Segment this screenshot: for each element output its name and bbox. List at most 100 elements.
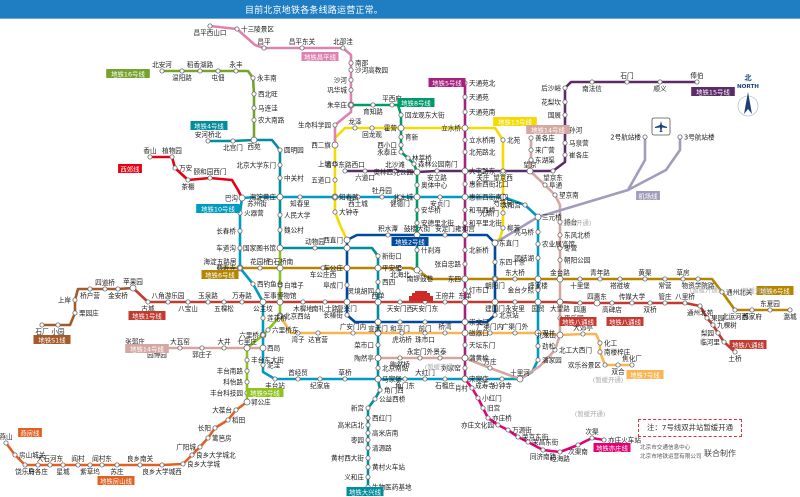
station-label[interactable]: 珠市口 (415, 335, 435, 344)
station-label[interactable]: 枣园 (351, 436, 365, 445)
station-marker[interactable] (237, 265, 243, 271)
station-marker[interactable] (535, 229, 541, 235)
station-label[interactable]: 石榴庄 (435, 381, 455, 390)
station-marker[interactable] (251, 117, 257, 123)
station-marker[interactable] (295, 330, 301, 336)
station-label[interactable]: 巴沟 (225, 194, 239, 203)
station-label[interactable]: 火器营 (244, 209, 264, 218)
station-marker[interactable] (512, 276, 518, 282)
station-marker[interactable] (589, 435, 595, 441)
station-marker[interactable] (562, 140, 568, 146)
line-badge[interactable]: 地铁1号线 (128, 311, 166, 320)
station-marker[interactable] (87, 286, 93, 292)
line-badge[interactable]: 地铁14号线 (526, 125, 570, 134)
station-marker[interactable] (385, 232, 391, 238)
station-marker[interactable] (398, 134, 404, 140)
station-label[interactable]: 燕山 (0, 432, 13, 441)
interchange-station-marker[interactable] (259, 344, 267, 352)
interchange-station-marker[interactable] (556, 298, 564, 306)
station-label[interactable]: 五道口 (311, 176, 331, 185)
station-marker[interactable] (372, 396, 378, 402)
station-marker[interactable] (115, 286, 121, 292)
interchange-station-marker[interactable] (499, 193, 507, 201)
station-marker[interactable] (3, 440, 9, 446)
station-marker[interactable] (462, 207, 468, 213)
station-marker[interactable] (205, 435, 211, 441)
line-badge[interactable]: 地铁14号线 (125, 344, 169, 353)
station-marker[interactable] (260, 362, 266, 368)
station-label[interactable]: 大井 (217, 337, 231, 346)
station-marker[interactable] (624, 79, 630, 85)
station-label[interactable]: 后沙峪 (541, 84, 561, 93)
station-label[interactable]: 灵境胡同 (348, 287, 375, 296)
line-badge[interactable]: 地铁八通线 (729, 340, 767, 349)
station-marker[interactable] (597, 349, 603, 355)
station-marker[interactable] (399, 330, 405, 336)
station-marker[interactable] (342, 168, 348, 174)
station-label[interactable]: 魏公村 (284, 226, 304, 235)
station-marker[interactable] (721, 339, 727, 345)
station-label[interactable]: 天通苑 (469, 93, 489, 102)
station-label[interactable]: 育新 (405, 133, 419, 142)
station-label[interactable]: 三元桥 (542, 213, 562, 222)
station-marker[interactable] (207, 23, 213, 29)
station-label[interactable]: 北苑路北 (469, 148, 496, 157)
station-marker[interactable] (629, 300, 635, 306)
station-label[interactable]: 新宫 (351, 404, 365, 413)
station-marker[interactable] (704, 315, 710, 321)
station-label[interactable]: 阜通 (549, 181, 563, 190)
station-marker[interactable] (332, 122, 338, 128)
station-label[interactable]: 广渠门内 (477, 322, 503, 331)
station-label[interactable]: 惠新西街北口 (469, 180, 509, 189)
interchange-station-marker[interactable] (250, 136, 258, 144)
station-label[interactable]: 上岸 (58, 296, 72, 305)
station-label[interactable]: 东大桥 (505, 268, 525, 277)
station-marker[interactable] (102, 286, 108, 292)
station-label[interactable]: 温阳路 (172, 73, 192, 82)
station-marker[interactable] (244, 368, 250, 374)
station-label[interactable]: 十里河 (510, 368, 530, 377)
station-label[interactable]: 农大南路 (258, 116, 285, 125)
station-label[interactable]: 广阳城 (176, 443, 196, 452)
station-marker[interactable] (480, 405, 486, 411)
station-label[interactable]: 雍和宫 (455, 224, 475, 233)
station-marker[interactable] (277, 175, 283, 181)
station-marker[interactable] (710, 322, 716, 328)
station-marker[interactable] (487, 330, 493, 336)
station-label[interactable]: 焦化厂 (622, 354, 642, 363)
station-marker[interactable] (299, 45, 305, 51)
station-marker[interactable] (332, 209, 338, 215)
station-marker[interactable] (414, 247, 420, 253)
station-label[interactable]: 良乡大学城北 (196, 451, 236, 460)
station-label[interactable]: 3号航站楼 (684, 133, 715, 142)
station-label[interactable]: 建国门 (485, 304, 505, 313)
station-label[interactable]: 北安河 (152, 60, 172, 69)
station-marker[interactable] (601, 437, 607, 443)
station-label[interactable]: 小红门 (482, 394, 502, 403)
station-marker[interactable] (145, 299, 151, 305)
station-label[interactable]: 北京大学东门 (236, 161, 276, 170)
station-marker[interactable] (179, 68, 185, 74)
station-marker[interactable] (657, 79, 663, 85)
station-marker[interactable] (557, 245, 563, 251)
station-label[interactable]: 惠新西街南口 (469, 193, 509, 202)
station-label[interactable]: 天坛东门 (469, 341, 495, 350)
station-label[interactable]: 金台夕照 (508, 286, 535, 295)
station-label[interactable]: 屯佃 (211, 73, 225, 82)
station-label[interactable]: 六里桥东 (272, 326, 299, 335)
line-badge[interactable]: 地铁房山线 (97, 476, 135, 485)
station-label[interactable]: 马各庄 (28, 467, 48, 476)
station-label[interactable]: 安河桥北 (195, 130, 222, 139)
station-marker[interactable] (75, 462, 81, 468)
station-marker[interactable] (577, 276, 583, 282)
station-label[interactable]: 望京西 (493, 173, 513, 182)
station-marker[interactable] (462, 287, 468, 293)
station-label[interactable]: 黄渠 (638, 268, 652, 277)
station-label[interactable]: 朝阳公园 (564, 256, 591, 265)
station-label[interactable]: 丰台东大街 (251, 356, 284, 365)
station-label[interactable]: 次渠南 (568, 447, 588, 456)
station-marker[interactable] (522, 202, 528, 208)
station-marker[interactable] (221, 345, 227, 351)
station-marker[interactable] (462, 365, 468, 371)
station-label[interactable]: 栗园庄 (79, 309, 99, 318)
